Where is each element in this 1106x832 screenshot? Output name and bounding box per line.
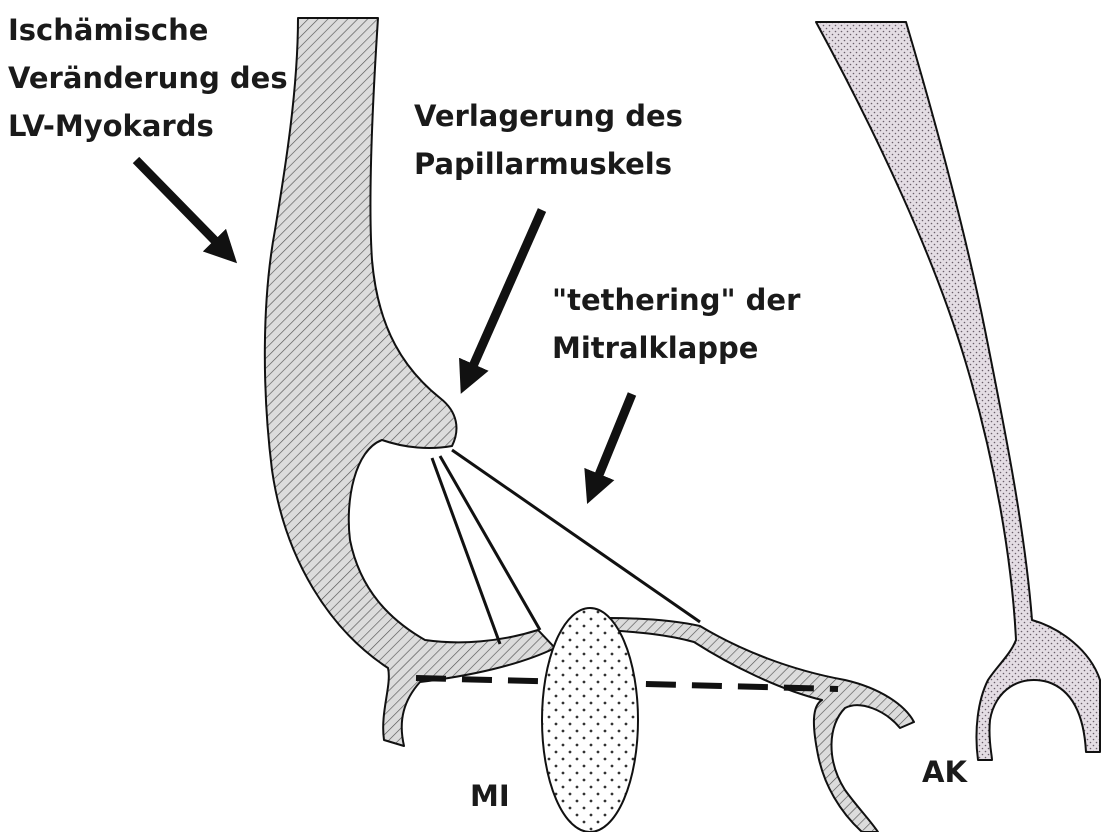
label-papillary-line-1: Verlagerung des [414,99,683,133]
label-ischemic: Ischämische Veränderung des LV-Myokards [8,13,298,143]
regurgitation-jet [542,608,638,832]
label-tethering-line-2: Mitralklappe [552,331,758,365]
anterior-leaflet [606,618,914,832]
label-mi: MI [470,779,510,813]
arrow-ischemic [136,160,228,254]
label-ischemic-line-1: Ischämische [8,13,208,47]
label-papillary: Verlagerung des Papillarmuskels [414,99,693,181]
chorda-2 [440,456,540,630]
aortic-wall [816,22,1100,760]
arrow-tethering [592,394,632,492]
label-tethering-line-1: "tethering" der [552,283,801,317]
label-papillary-line-2: Papillarmuskels [414,147,672,181]
arrow-papillary [466,210,542,382]
label-ak: AK [922,755,968,789]
label-ischemic-line-2: Veränderung des [8,61,288,95]
chorda-3 [452,450,700,622]
chorda-1 [432,458,500,644]
label-tethering: "tethering" der Mitralklappe [552,283,811,365]
label-ischemic-line-3: LV-Myokards [8,109,214,143]
